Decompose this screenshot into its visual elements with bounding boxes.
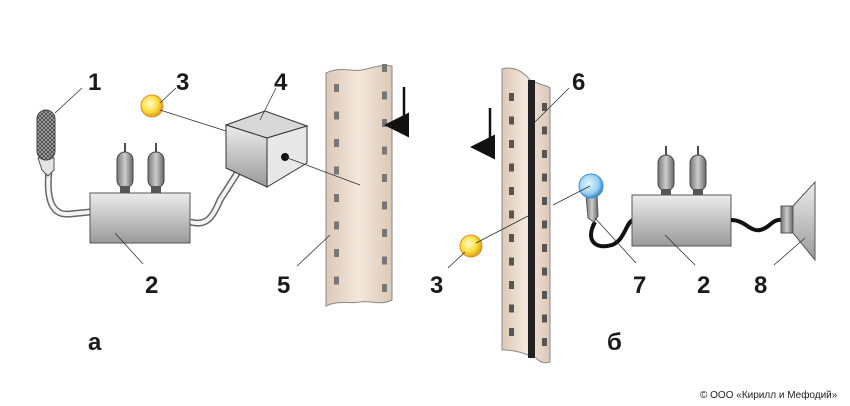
- film-perforation: [509, 116, 514, 125]
- speaker: [780, 180, 816, 262]
- film-perforation: [382, 146, 387, 155]
- film-perforation: [542, 197, 547, 205]
- label-5: 5: [277, 272, 290, 299]
- label-7: 7: [633, 272, 646, 299]
- film-perforation: [542, 244, 547, 252]
- label-1: 1: [88, 69, 101, 96]
- film-perforation: [542, 314, 547, 323]
- film-perforation: [334, 111, 339, 120]
- film-right: [501, 67, 551, 364]
- label-8: 8: [754, 272, 767, 299]
- film-perforation: [382, 119, 387, 127]
- film-perforation: [542, 291, 547, 299]
- label-2-left: 2: [145, 272, 158, 299]
- soundtrack-stripe: [528, 80, 535, 358]
- leader-lines-right: [447, 87, 806, 269]
- film-perforation: [509, 140, 514, 148]
- film-perforation: [382, 256, 387, 265]
- film-perforation: [334, 276, 339, 285]
- panel-label-a: а: [88, 329, 102, 356]
- lamp-right: [459, 234, 483, 258]
- label-6: 6: [572, 69, 585, 96]
- film-perforation: [542, 338, 547, 346]
- label-3-left: 3: [176, 69, 189, 96]
- film-perforation: [509, 187, 514, 195]
- film-perforation: [509, 163, 514, 172]
- lamp-left: [140, 94, 164, 118]
- film-perforation: [382, 284, 387, 292]
- film-perforation: [542, 267, 547, 276]
- film-left: [325, 64, 393, 307]
- film-perforation: [334, 84, 339, 92]
- microphone: [36, 109, 91, 218]
- film-perforation: [542, 220, 547, 229]
- copyright: © ООО «Кирилл и Мефодий»: [700, 389, 838, 401]
- light-modulator-cube: [224, 110, 309, 188]
- film-perforation: [509, 328, 514, 336]
- film-perforation: [334, 139, 339, 147]
- film-perforation: [509, 257, 514, 266]
- film-perforation: [382, 64, 387, 72]
- panel-label-b: б: [607, 329, 622, 356]
- film-perforation: [542, 150, 547, 158]
- film-perforation: [382, 174, 387, 182]
- photocell: [578, 173, 635, 249]
- film-perforation: [334, 249, 339, 257]
- speaker-cable: [730, 217, 782, 233]
- amplifier-right: [631, 146, 732, 247]
- label-3-right: 3: [430, 272, 443, 299]
- label-4: 4: [274, 69, 288, 96]
- film-perforation: [509, 234, 514, 242]
- film-perforation: [334, 221, 339, 230]
- leader-lines-left: [54, 87, 361, 267]
- film-perforation: [542, 103, 547, 111]
- film-perforation: [509, 304, 514, 313]
- film-perforation: [509, 281, 514, 289]
- label-2-right: 2: [697, 272, 710, 299]
- film-perforation: [509, 93, 514, 101]
- film-perforation: [509, 210, 514, 219]
- film-perforation: [542, 126, 547, 135]
- film-perforation: [542, 173, 547, 182]
- film-perforation: [382, 201, 387, 210]
- film-perforation: [334, 194, 339, 202]
- film-perforation: [334, 166, 339, 175]
- amplifier-left: [89, 143, 191, 244]
- cable-to-modulator: [189, 156, 250, 227]
- film-perforation: [382, 229, 387, 237]
- film-perforation: [382, 91, 387, 100]
